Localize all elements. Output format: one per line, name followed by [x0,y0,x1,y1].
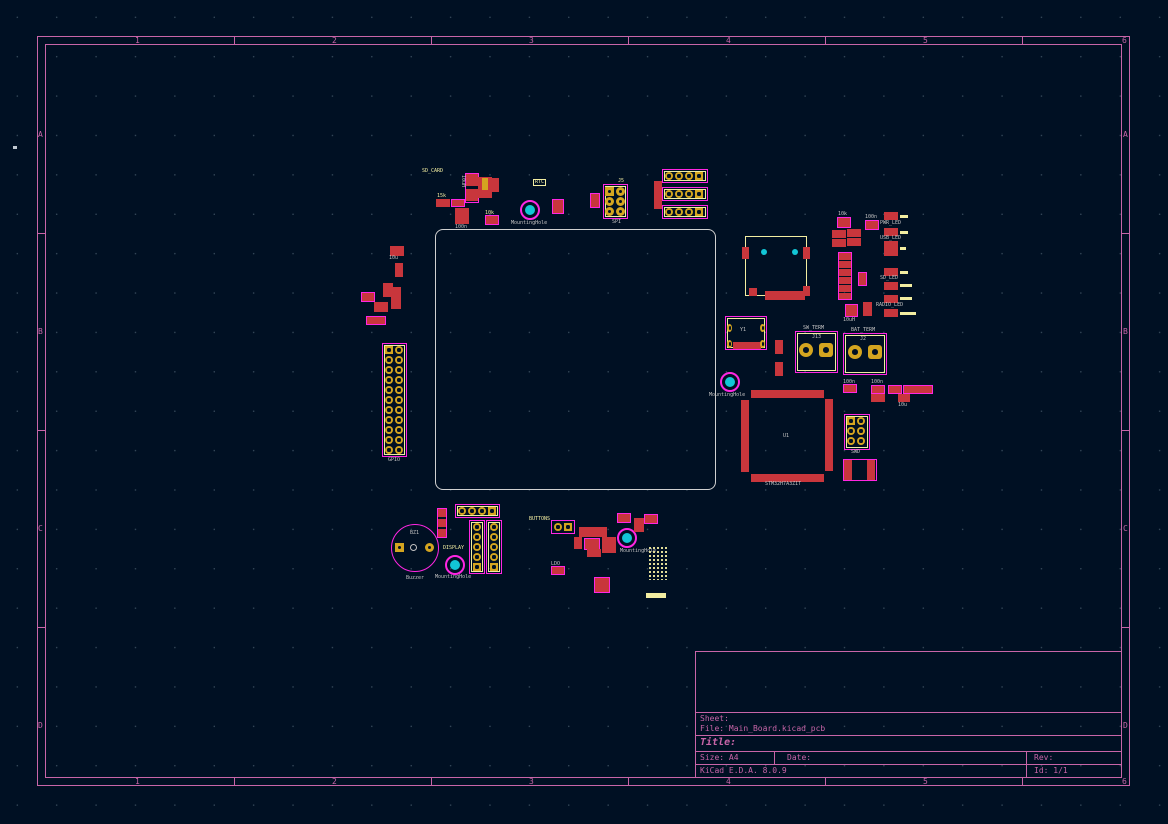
row-label: D [1123,721,1128,730]
usb-led-label: USB_LED [880,235,902,241]
mounting-hole[interactable] [520,200,540,220]
swd-header[interactable] [844,414,870,450]
column-label: 1 [135,36,140,45]
origin-marker [13,146,17,149]
sheet-outer-frame [37,36,1130,786]
rev-label: Rev: [1034,753,1054,762]
date-label: Date: [787,753,812,762]
board-edge-cuts[interactable] [435,229,716,490]
bat-term-label: BAT_TERM [851,327,876,333]
buzzer[interactable] [391,524,439,572]
buttons-label: BUTTONS [529,516,551,522]
sd-led-label: SD_LED [880,275,899,281]
sheet-inner-frame [45,44,1122,778]
spi-label: SPI [612,219,622,225]
connector-header[interactable] [469,520,485,574]
row-label: A [38,130,43,139]
connector-header[interactable] [662,187,708,201]
qr-code-silkscreen [648,546,668,580]
title-label: Title: [700,737,737,748]
gpio-header[interactable] [382,343,407,457]
row-label: D [38,721,43,730]
sw-term-connector[interactable] [795,331,838,373]
column-label: 4 [726,777,731,786]
ic-soic[interactable] [843,459,877,481]
column-label: 5 [923,777,928,786]
connector-header[interactable] [486,520,502,574]
connector-header[interactable] [662,205,708,219]
display-label: DISPLAY [443,545,465,551]
sd-card-label: SD_CARD [422,168,444,174]
sheet-label: Sheet: [700,714,729,723]
id-label: Id: 1/1 [1034,766,1068,775]
file-label: File: Main_Board.kicad_pcb [700,724,826,733]
u1-value: STM32H7A3ZIT [765,481,802,487]
buzzer-label: Buzzer [406,575,425,581]
swd-label: SWD [851,449,861,455]
column-label: 6 [1122,36,1127,45]
row-label: C [38,524,43,533]
u1-ref: U1 [783,433,790,439]
column-label: 6 [1122,777,1127,786]
column-label: 2 [332,777,337,786]
connector-header[interactable] [455,504,500,518]
bat-term-connector[interactable] [843,333,887,375]
gpio-label: GPIO [388,457,401,463]
mounting-hole[interactable] [720,372,740,392]
ldo-label: LDO [551,561,561,567]
sw-term-label: SW_TERM [803,325,825,331]
row-label: B [38,327,43,336]
radio-led-label: RADIO_LED [876,302,904,308]
pwr-led-label: PWR_LED [880,220,902,226]
mounting-hole[interactable] [445,555,465,575]
rtc-label: RTC [533,179,547,186]
row-label: A [1123,130,1128,139]
column-label: 2 [332,36,337,45]
column-label: 4 [726,36,731,45]
connector-jst[interactable] [551,520,575,534]
column-label: 5 [923,36,928,45]
column-label: 3 [529,36,534,45]
usb-connector[interactable] [745,236,807,296]
row-label: B [1123,327,1128,336]
column-label: 3 [529,777,534,786]
generator-label: KiCad E.D.A. 8.0.9 [700,766,787,775]
column-label: 1 [135,777,140,786]
row-label: C [1123,524,1128,533]
connector-header[interactable] [662,169,708,183]
mounting-hole[interactable] [617,528,637,548]
size-label: Size: A4 [700,753,739,762]
